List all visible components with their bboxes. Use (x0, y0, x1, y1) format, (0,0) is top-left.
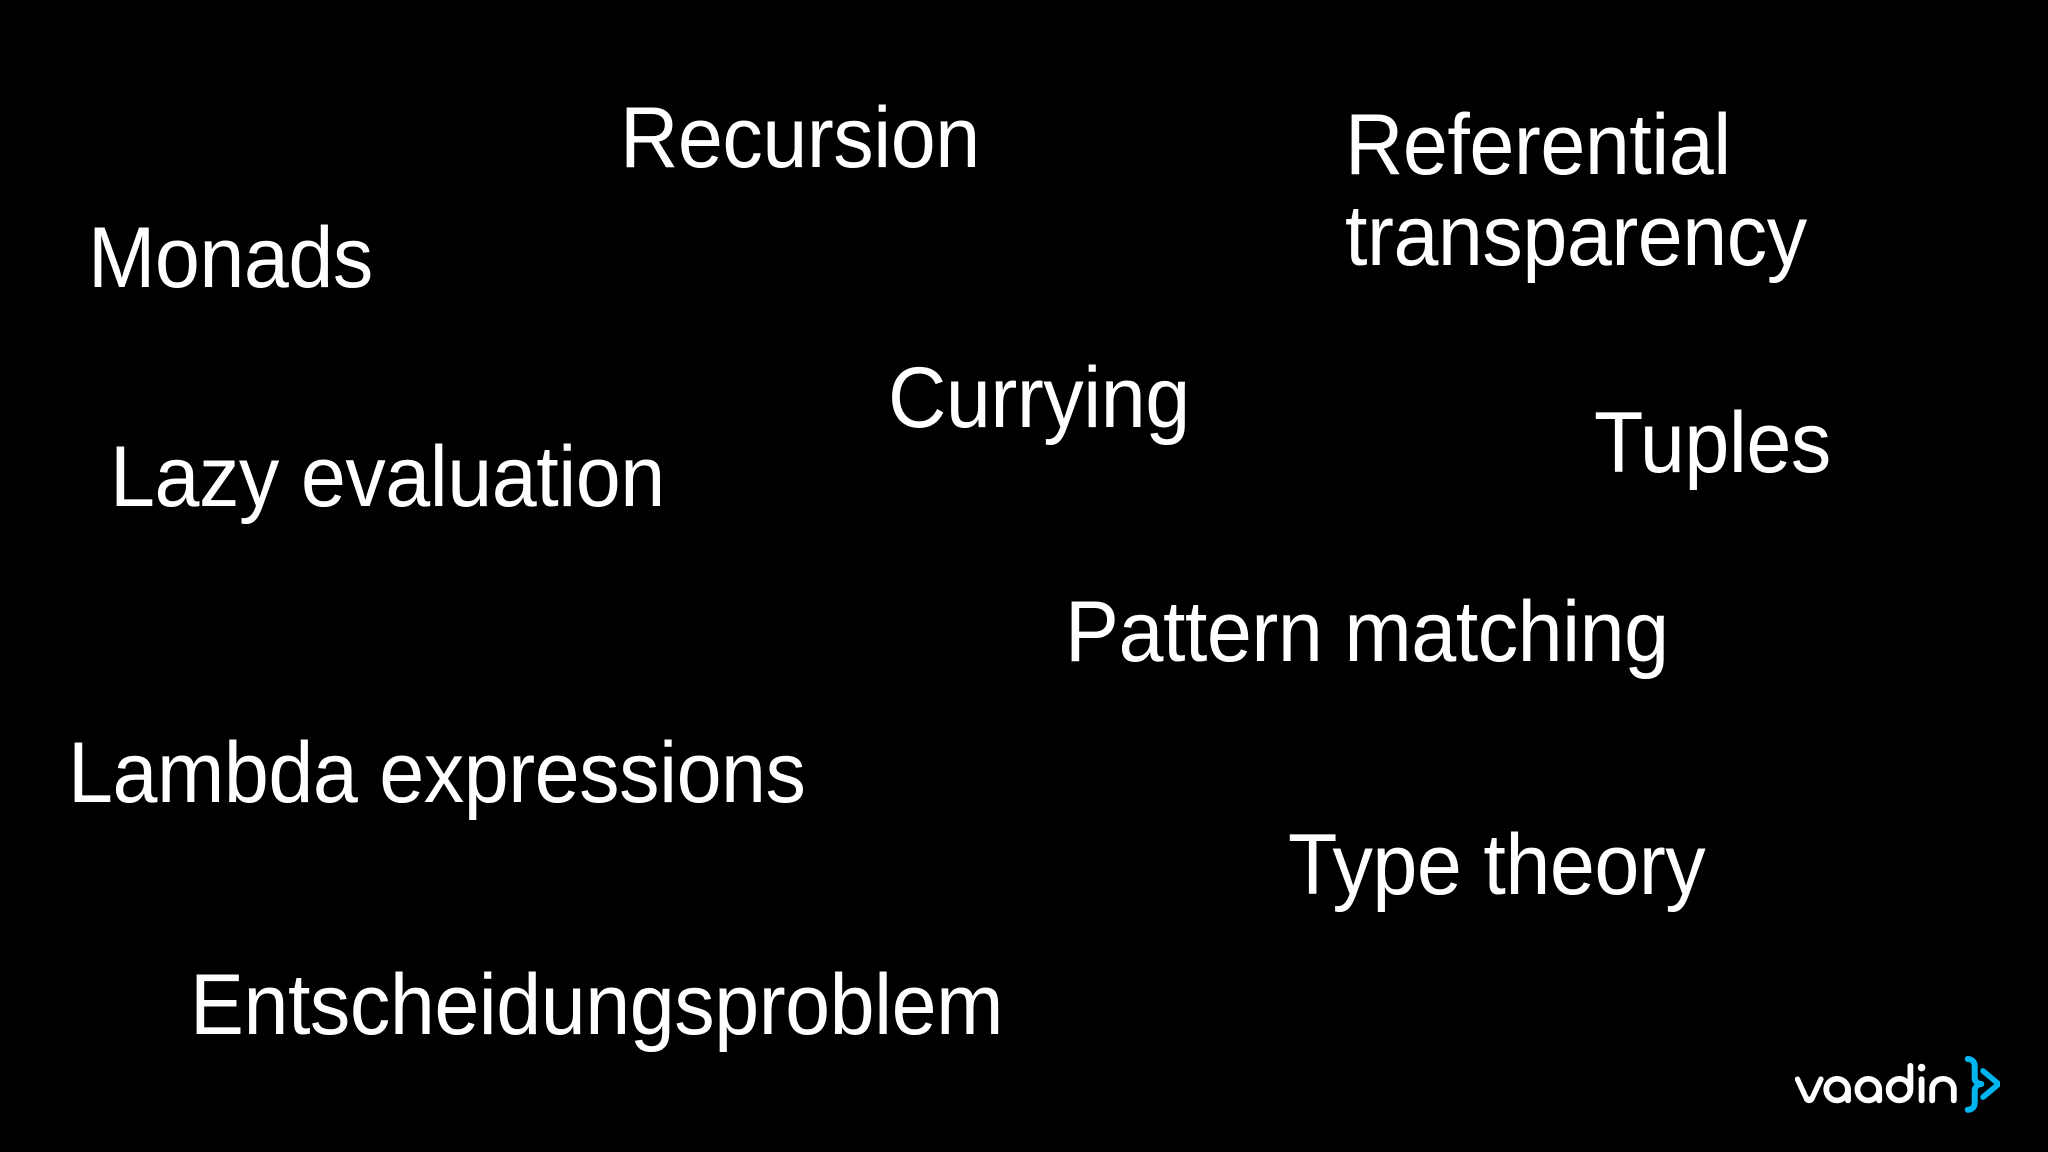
term-currying: Currying (888, 350, 1190, 446)
term-tuples: Tuples (1594, 395, 1831, 491)
vaadin-brace-mark (1964, 1056, 2000, 1113)
term-lambda-expressions: Lambda expressions (68, 725, 806, 821)
term-type-theory: Type theory (1288, 817, 1706, 913)
vaadin-logo (1795, 1056, 2000, 1113)
term-referential-transparency: Referential transparency (1345, 97, 1807, 285)
term-entscheidungsproblem: Entscheidungsproblem (190, 957, 1003, 1053)
term-recursion: Recursion (620, 90, 980, 186)
term-lazy-evaluation: Lazy evaluation (110, 429, 665, 525)
term-monads: Monads (88, 210, 373, 306)
vaadin-wordmark (1795, 1063, 1957, 1104)
term-pattern-matching: Pattern matching (1065, 584, 1669, 680)
